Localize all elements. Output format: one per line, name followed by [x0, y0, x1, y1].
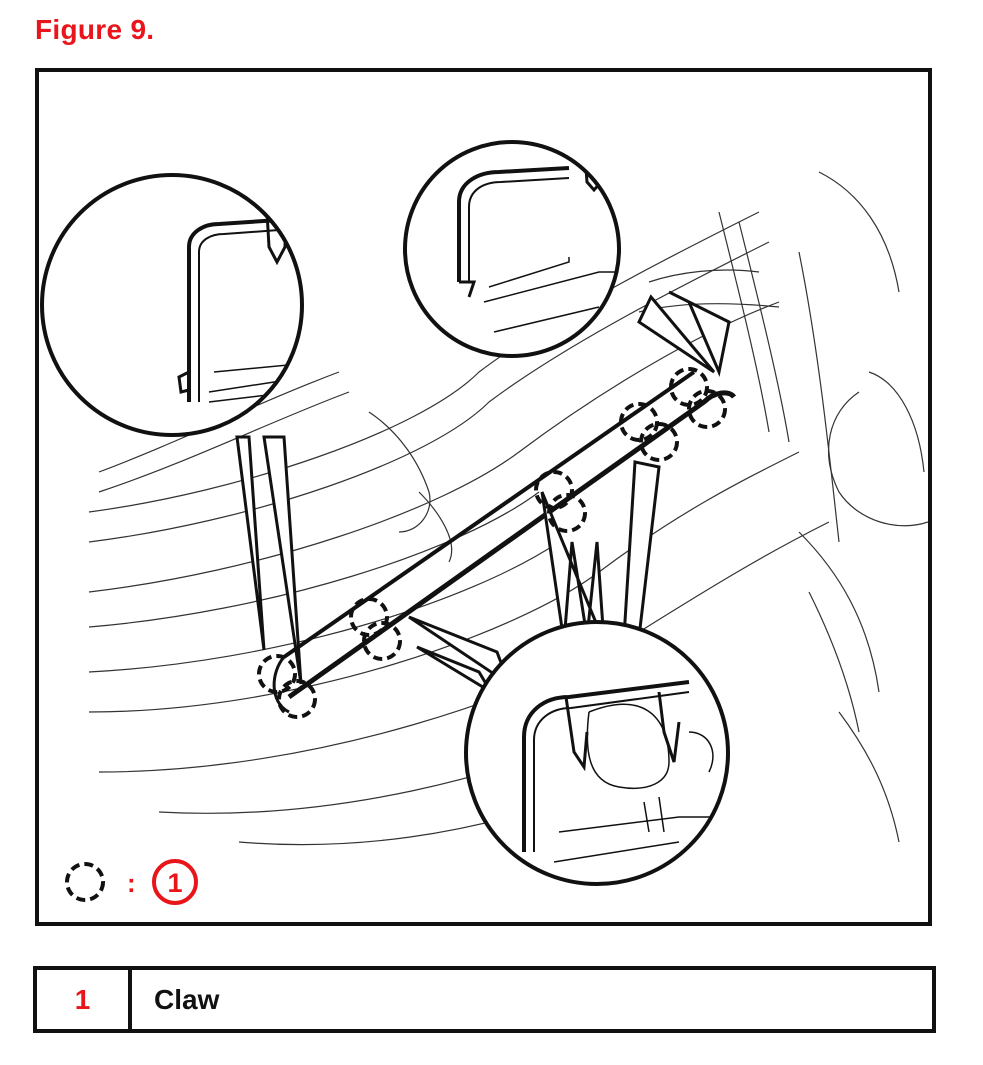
diagram-illustration: : 1: [40, 140, 928, 905]
claw-marker: [277, 679, 317, 719]
claw-marker: [534, 470, 574, 510]
parts-legend-table: 1 Claw: [33, 966, 936, 1033]
figure-title: Figure 9.: [35, 14, 155, 45]
diagram-frame: : 1: [35, 68, 932, 926]
claw-marker: [687, 389, 727, 429]
claw-marker: [257, 654, 297, 694]
zoom-callout-top-right: [403, 140, 731, 378]
claw-markers: [257, 367, 727, 719]
symbol-legend: : 1: [65, 859, 198, 905]
claw-marker: [619, 402, 659, 442]
claw-marker: [362, 621, 402, 661]
callout-number: 1: [167, 868, 182, 898]
legend-row-number: 1: [37, 970, 132, 1029]
claw-marker: [349, 597, 389, 637]
callout-number-badge: [152, 859, 198, 905]
claw-marker: [639, 422, 679, 462]
zoom-callout-bottom: [408, 460, 730, 886]
dashed-circle-icon: [65, 862, 105, 902]
legend-row-description: Claw: [154, 983, 220, 1015]
zoom-callout-top-left: [40, 173, 304, 685]
claw-marker: [547, 493, 587, 533]
legend-separator: :: [127, 868, 136, 898]
